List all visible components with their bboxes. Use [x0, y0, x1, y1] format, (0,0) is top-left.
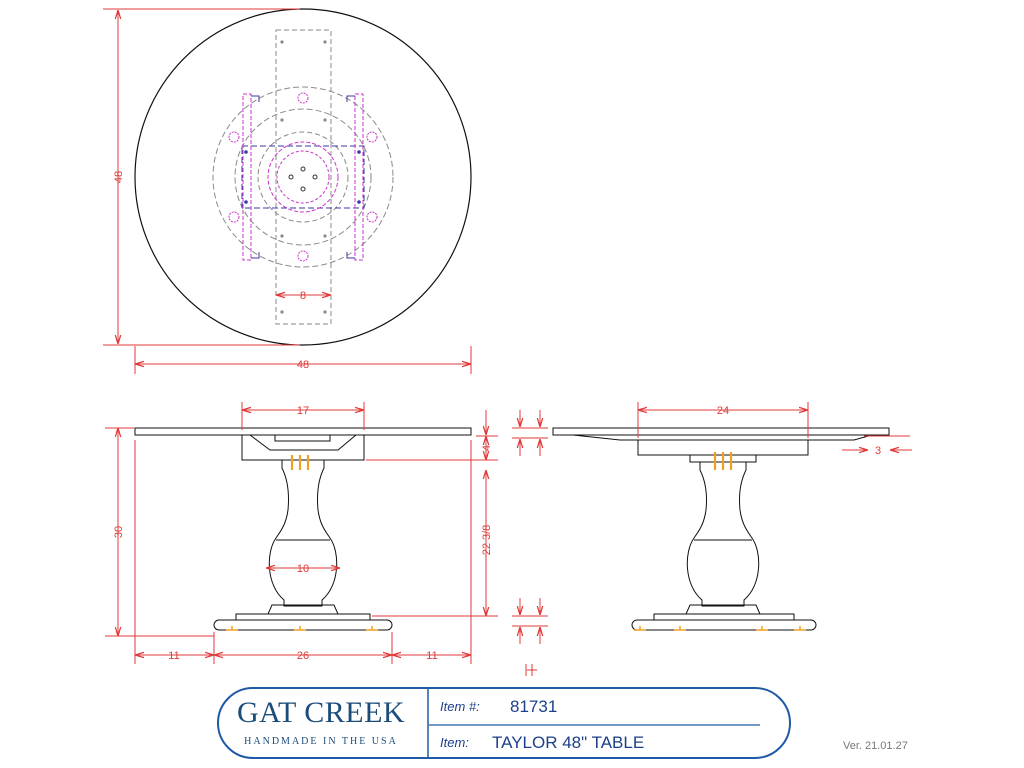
item-label: Item:: [440, 735, 469, 750]
title-block: GAT CREEK HANDMADE IN THE USA Item #: 81…: [217, 687, 791, 759]
side-view: [552, 427, 890, 631]
dim-foot-width: 26: [297, 650, 309, 662]
dim-diameter-horizontal: 48: [297, 359, 309, 371]
title-block-border: [217, 687, 791, 759]
dim-side-apron-width: 24: [717, 405, 729, 417]
hardware-brackets: [228, 92, 378, 262]
hidden-apron-square: [241, 145, 365, 209]
dim-edge-depth: 3: [875, 445, 881, 457]
front-foot: [213, 619, 393, 631]
brand-tagline: HANDMADE IN THE USA: [244, 736, 398, 747]
dim-pedestal-diameter: 10: [297, 563, 309, 575]
hidden-apron-bar: [275, 29, 332, 325]
top-view: 48 48 8: [103, 8, 472, 374]
item-number: 81731: [510, 697, 557, 716]
dim-apron-height: 4: [481, 445, 493, 451]
front-apron: [241, 435, 365, 461]
version-label: Ver. 21.01.27: [843, 740, 908, 752]
front-tabletop: [134, 427, 472, 436]
item-name: TAYLOR 48" TABLE: [492, 733, 644, 752]
dim-total-height: 30: [113, 526, 125, 538]
side-pedestal: [686, 461, 760, 607]
tabletop-outline: [134, 8, 472, 346]
dim-left-overhang: 11: [168, 650, 179, 662]
side-foot: [631, 619, 817, 631]
brand-logo: GAT CREEK: [237, 696, 405, 729]
front-view: [134, 427, 472, 631]
dim-diameter-vertical: 48: [113, 171, 125, 183]
dim-front-apron-width: 17: [297, 405, 309, 417]
front-bolts: [290, 455, 310, 470]
front-pedestal: [268, 459, 338, 607]
hidden-base-circle: [212, 86, 394, 268]
dim-right-overhang: 11: [426, 650, 437, 662]
dim-pedestal-height: 22 3/8: [481, 525, 493, 556]
side-dimensions: 24 3: [637, 402, 912, 457]
side-tabletop: [552, 427, 890, 436]
front-dimensions: 17 30 10 11 26 11 4 22 3/8: [105, 402, 498, 664]
item-number-label: Item #:: [440, 699, 480, 714]
dim-apron-width: 8: [300, 290, 306, 302]
small-thickness-dims: [512, 410, 548, 676]
